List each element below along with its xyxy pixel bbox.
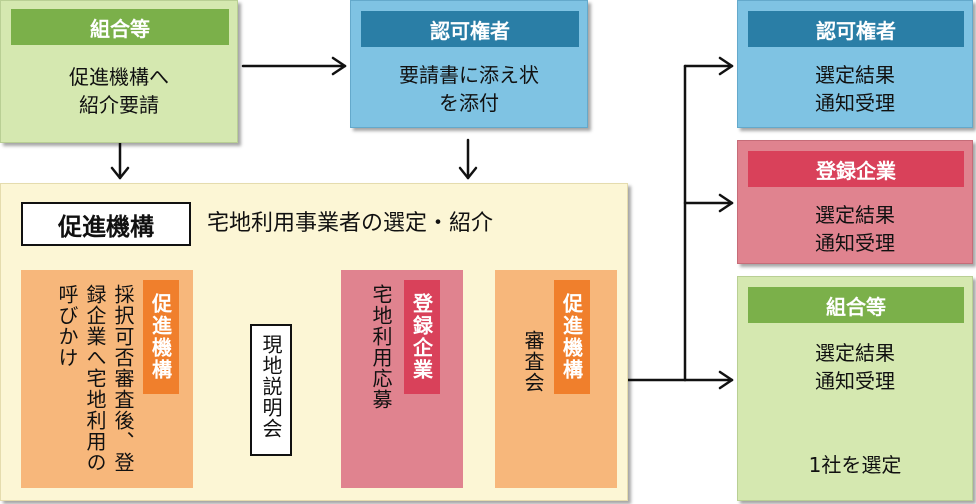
result-selection: 1社を選定 — [808, 453, 902, 477]
result-company-body: 選定結果 通知受理 — [815, 203, 895, 255]
step3-badge: 登録企業 — [404, 280, 440, 394]
applicant-body: 促進機構へ 紹介要請 — [69, 65, 169, 117]
step4-box: 促進機構 審査会 — [495, 270, 617, 488]
step1-badge: 促進機構 — [143, 280, 179, 394]
authority-body: 要請書に添え状 を添付 — [399, 63, 539, 115]
result-company-header: 登録企業 — [748, 151, 964, 187]
result-applicant-box: 組合等 選定結果 通知受理 1社を選定 — [737, 276, 973, 501]
step2-box: 現地説明会 — [250, 324, 292, 456]
main-process-box: 促進機構 宅地利用事業者の選定・紹介 促進機構 採択可否審査後、登録企業へ宅地利… — [0, 183, 628, 501]
main-label: 促進機構 — [21, 202, 191, 246]
result-applicant-header: 組合等 — [748, 287, 964, 323]
step3-box: 登録企業 宅地利用応募 — [341, 270, 463, 488]
applicant-header: 組合等 — [11, 9, 229, 45]
result-authority-body: 選定結果 通知受理 — [815, 63, 895, 115]
result-authority-box: 認可権者 選定結果 通知受理 — [737, 0, 973, 128]
result-authority-header: 認可権者 — [748, 11, 964, 47]
authority-header: 認可権者 — [361, 11, 579, 47]
applicant-box: 組合等 促進機構へ 紹介要請 — [0, 0, 238, 143]
step2-text: 現地説明会 — [259, 334, 283, 439]
step1-text: 採択可否審査後、登録企業へ宅地利用の呼びかけ — [55, 284, 135, 473]
result-applicant-body: 選定結果 通知受理 — [815, 341, 895, 393]
step1-box: 促進機構 採択可否審査後、登録企業へ宅地利用の呼びかけ — [21, 270, 193, 488]
step4-badge: 促進機構 — [554, 280, 590, 394]
step3-text: 宅地利用応募 — [369, 284, 393, 410]
step4-text: 審査会 — [521, 330, 545, 393]
authority-box: 認可権者 要請書に添え状 を添付 — [350, 0, 588, 128]
result-company-box: 登録企業 選定結果 通知受理 — [737, 140, 973, 264]
main-title: 宅地利用事業者の選定・紹介 — [207, 211, 494, 236]
